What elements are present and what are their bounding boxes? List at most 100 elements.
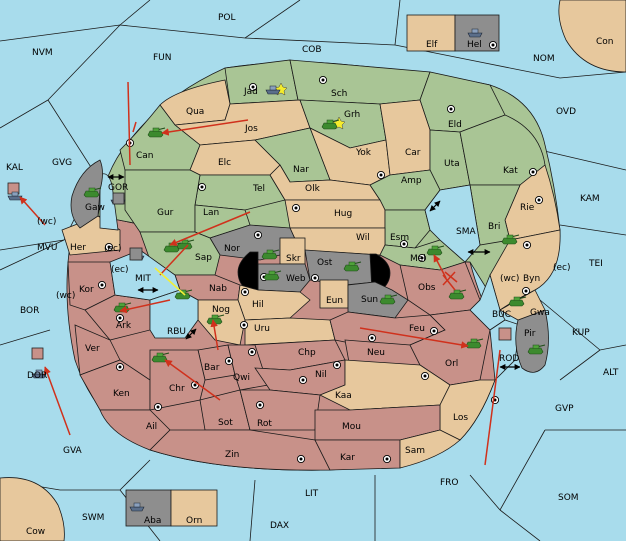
svg-text:Ail: Ail [146, 422, 157, 432]
svg-text:RBU: RBU [167, 327, 186, 337]
svg-text:Lan: Lan [203, 208, 219, 218]
svg-text:GVA: GVA [63, 446, 83, 456]
svg-text:Zin: Zin [225, 450, 239, 460]
svg-text:Tel: Tel [252, 184, 265, 194]
svg-text:Orl: Orl [445, 359, 458, 369]
svg-text:ALT: ALT [603, 368, 619, 378]
svg-text:Neu: Neu [367, 348, 385, 358]
svg-text:KUP: KUP [572, 328, 590, 338]
svg-text:Uru: Uru [254, 324, 270, 334]
svg-text:Nab: Nab [209, 284, 227, 294]
svg-text:Ver: Ver [85, 344, 100, 354]
svg-text:Grh: Grh [344, 110, 360, 120]
province-qwi[interactable] [227, 344, 269, 391]
svg-text:Yok: Yok [355, 148, 372, 158]
province-elf[interactable] [406, 14, 456, 52]
svg-text:(wc): (wc) [500, 274, 519, 284]
svg-text:Ken: Ken [113, 389, 130, 399]
svg-text:NVM: NVM [32, 48, 53, 58]
province-gur[interactable] [124, 169, 201, 233]
order-arrows [19, 81, 501, 466]
svg-text:GOR: GOR [108, 183, 128, 193]
svg-text:Nog: Nog [212, 305, 230, 315]
svg-text:Sun: Sun [361, 295, 378, 305]
svg-text:Qua: Qua [186, 107, 204, 117]
province-con[interactable] [558, 0, 626, 73]
svg-text:OVD: OVD [556, 107, 576, 117]
svg-text:Con: Con [596, 37, 614, 47]
svg-text:Rie: Rie [520, 203, 535, 213]
svg-text:Gwa: Gwa [530, 308, 550, 318]
svg-text:Hug: Hug [334, 209, 352, 219]
svg-text:Web: Web [286, 274, 306, 284]
svg-text:Aba: Aba [144, 516, 161, 526]
svg-text:Jad: Jad [243, 87, 258, 97]
province-cow[interactable] [0, 477, 65, 541]
svg-text:(wc): (wc) [56, 291, 75, 301]
svg-text:DAX: DAX [270, 521, 289, 531]
svg-text:Nor: Nor [224, 244, 240, 254]
svg-text:Car: Car [405, 148, 421, 158]
svg-text:Esm: Esm [390, 233, 409, 243]
province-rot[interactable] [239, 389, 321, 431]
province-zin[interactable] [149, 429, 331, 471]
convoy-arrows [107, 174, 521, 370]
svg-text:GVG: GVG [52, 158, 72, 168]
svg-text:Mou: Mou [342, 422, 361, 432]
svg-text:Wil: Wil [356, 233, 370, 243]
svg-text:KAM: KAM [580, 194, 600, 204]
svg-text:Kor: Kor [79, 285, 94, 295]
svg-text:BOR: BOR [20, 306, 39, 316]
svg-text:Bri: Bri [488, 222, 500, 232]
svg-text:Bar: Bar [204, 363, 220, 373]
province-labels: POL NVM FUN COB NOM Con Elf Hel OVD KAM … [6, 13, 619, 537]
svg-text:(ec): (ec) [111, 265, 129, 275]
svg-text:Amp: Amp [401, 176, 422, 186]
svg-text:Sot: Sot [218, 418, 233, 428]
province-sam[interactable] [399, 429, 461, 469]
svg-text:Elc: Elc [218, 158, 231, 168]
support-line [154, 267, 186, 296]
svg-text:LIT: LIT [305, 489, 319, 499]
svg-text:Kaa: Kaa [335, 391, 352, 401]
svg-text:ROD: ROD [499, 354, 519, 364]
svg-text:Eld: Eld [448, 120, 462, 130]
svg-text:Nar: Nar [293, 165, 309, 175]
svg-text:(ec): (ec) [104, 244, 122, 254]
svg-text:Can: Can [136, 151, 154, 161]
svg-text:Cow: Cow [26, 527, 45, 537]
svg-text:TEI: TEI [588, 259, 603, 269]
svg-text:Jos: Jos [244, 124, 258, 134]
svg-text:MIT: MIT [135, 274, 151, 284]
svg-text:Gur: Gur [157, 208, 174, 218]
svg-text:MVU: MVU [37, 243, 58, 253]
fleet-markers [7, 182, 512, 379]
svg-text:Uta: Uta [444, 159, 460, 169]
svg-text:Gaw: Gaw [85, 203, 105, 213]
svg-text:Qwi: Qwi [233, 373, 250, 383]
svg-text:Kat: Kat [503, 166, 518, 176]
province-orn[interactable] [170, 489, 218, 527]
svg-text:Skr: Skr [286, 254, 301, 264]
svg-text:Elf: Elf [426, 40, 438, 50]
svg-text:Rot: Rot [257, 419, 272, 429]
svg-text:Nil: Nil [315, 370, 327, 380]
svg-text:SMA: SMA [456, 227, 476, 237]
svg-text:Obs: Obs [418, 283, 436, 293]
svg-text:SOM: SOM [558, 493, 579, 503]
svg-text:Ark: Ark [116, 321, 132, 331]
svg-text:Her: Her [70, 243, 86, 253]
province-jad[interactable] [224, 59, 299, 105]
svg-text:Ost: Ost [317, 258, 333, 268]
svg-text:FRO: FRO [440, 478, 459, 488]
svg-text:Orn: Orn [186, 516, 202, 526]
svg-text:Olk: Olk [305, 184, 321, 194]
svg-text:Los: Los [453, 413, 468, 423]
svg-text:Hil: Hil [252, 300, 264, 310]
svg-text:FUN: FUN [153, 53, 172, 63]
svg-text:Sam: Sam [405, 446, 425, 456]
svg-text:Pir: Pir [524, 329, 536, 339]
svg-text:COB: COB [302, 45, 322, 55]
svg-text:Chr: Chr [169, 384, 185, 394]
svg-text:SWM: SWM [82, 513, 104, 523]
